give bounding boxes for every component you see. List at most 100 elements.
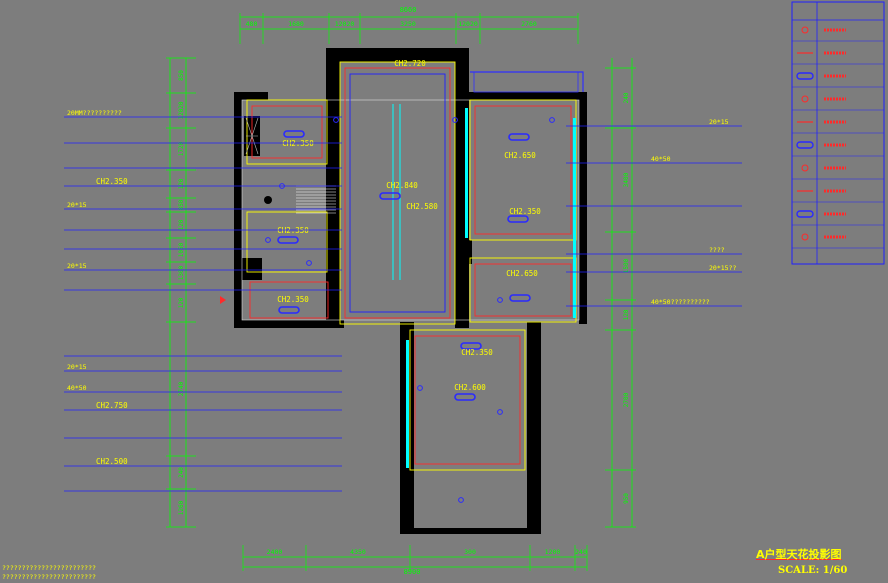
dim-label: 1300 (178, 265, 185, 280)
dim-label: 480 (246, 20, 258, 28)
dim-label: 1680 (288, 20, 304, 28)
dim-label: 2700 (623, 392, 630, 407)
wall-segment (469, 92, 587, 100)
dim-label: 240 (178, 467, 185, 478)
ceiling-height-label: CH2.600 (454, 383, 486, 392)
legend-symbol (801, 164, 809, 172)
dim-label: 12020 (458, 20, 478, 28)
dim-label-total: 8900 (404, 568, 421, 576)
top-dimension-chain: 8660 480 1680 12020 3250 12020 2760 (239, 6, 579, 44)
downlight-strip (507, 215, 529, 223)
dim-label: 12020 (335, 20, 355, 28)
legend-symbol-circle (801, 233, 809, 241)
dim-label-total: 8660 (400, 6, 417, 14)
wall-segment (400, 528, 541, 534)
cove-light (406, 340, 409, 468)
ceiling-height-label: CH2.720 (394, 59, 426, 68)
ceiling-outline (349, 73, 446, 313)
spot-light (497, 409, 503, 415)
ceiling-outline (339, 61, 456, 325)
leader-value: CH2.500 (96, 457, 128, 466)
dim-label: 1260 (178, 500, 185, 515)
legend-symbol-circle (801, 26, 809, 34)
dim-label: 850 (178, 70, 185, 81)
spot-light (549, 117, 555, 123)
ceiling-outline (414, 335, 521, 465)
dim-label: 3250 (400, 20, 416, 28)
legend-symbol (801, 233, 809, 241)
leader-note: 20*15 (67, 262, 87, 270)
wall-segment (579, 92, 587, 324)
dim-label: 120 (178, 297, 185, 308)
leader-note: 20*15 (67, 363, 87, 371)
legend-symbol-strip (796, 141, 814, 149)
dim-label: 4350 (350, 548, 366, 556)
ceiling-outline (249, 281, 329, 319)
leader-note: 20*15?? (709, 264, 736, 272)
spot-light (265, 237, 271, 243)
leader-value: CH2.750 (96, 401, 128, 410)
ceiling-outline (469, 257, 577, 323)
ceiling-outline (246, 211, 328, 273)
ceiling-height-label: CH2.650 (506, 269, 538, 278)
wall-segment (234, 320, 344, 328)
leader-note: 40*50 (67, 384, 87, 392)
leader-note: 20*15 (67, 201, 87, 209)
leader-note: 40*50 (651, 155, 671, 163)
hatch-line (245, 117, 259, 155)
legend-symbol-circle (801, 164, 809, 172)
wall-segment (234, 92, 242, 322)
left-dimension-chain: 8501202017201208501201050130012027402401… (166, 57, 196, 528)
dim-label: 2760 (521, 20, 537, 28)
dim-label: 2740 (178, 381, 185, 396)
ceiling-outline (474, 263, 572, 317)
ceiling-height-label: CH2.350 (282, 139, 314, 148)
downlight-strip (508, 133, 530, 141)
downlight-strip (460, 342, 482, 350)
spot-light (497, 297, 503, 303)
spot-light (333, 117, 339, 123)
wall-segment (460, 240, 472, 264)
ceiling-outline (344, 67, 451, 319)
spot-light (306, 260, 312, 266)
leader-note: 20MM?????????? (67, 109, 122, 117)
dim-label: 120 (178, 178, 185, 189)
cove-light (465, 108, 468, 238)
wall-segment (326, 48, 469, 62)
downlight-strip (454, 393, 476, 401)
cove-light (573, 118, 576, 318)
entry-arrow-icon (220, 296, 226, 304)
leader-note: ???? (709, 246, 725, 254)
dim-label: 3400 (623, 172, 630, 187)
leader-note: 20*15 (709, 118, 729, 126)
wall-segment (234, 258, 262, 280)
downlight-strip (283, 130, 305, 138)
dim-label: 300 (464, 548, 476, 556)
legend-symbol (801, 26, 809, 34)
dim-label: 1050 (178, 242, 185, 257)
downlight-strip (278, 306, 300, 314)
legend-symbol (796, 72, 814, 80)
legend-symbol (796, 141, 814, 149)
dim-label: 120 (623, 309, 630, 320)
dim-label: 1500 (623, 258, 630, 273)
dim-label: 240 (623, 92, 630, 103)
ceiling-height-label: CH2.350 (277, 295, 309, 304)
dim-label: 240 (575, 548, 587, 556)
ceiling-outline (409, 329, 526, 471)
ceiling-height-label: CH2.350 (509, 207, 541, 216)
drawing-title: A户型天花投影图 (756, 548, 842, 561)
legend-symbol-strip (796, 210, 814, 218)
leader-value: CH2.350 (96, 177, 128, 186)
ceiling-outline (474, 105, 572, 235)
legend-symbol-strip (796, 72, 814, 80)
spot-light (417, 385, 423, 391)
ceiling-outline (246, 99, 328, 165)
ceiling-height-label: CH2.350 (277, 226, 309, 235)
wall-layer (234, 48, 587, 534)
dim-label: 12020 (178, 101, 185, 119)
annotation-leaders: 20MM?????????? CH2.350 20*15 20*15 20*15 40*5… (2, 109, 742, 581)
